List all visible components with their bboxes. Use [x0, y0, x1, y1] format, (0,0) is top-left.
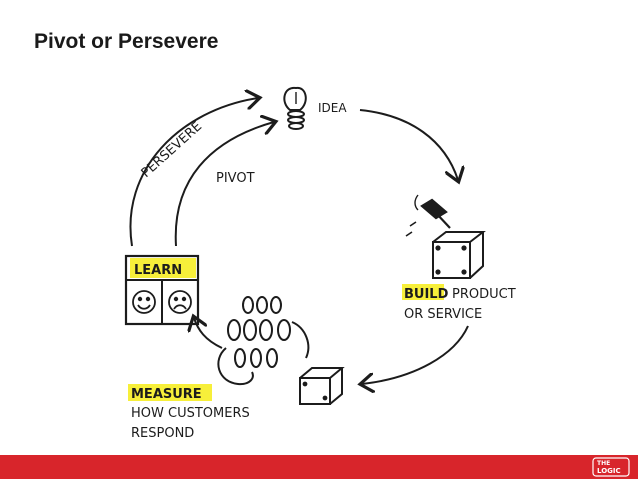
measure-customers-label: HOW CUSTOMERS: [131, 406, 250, 421]
happy-face-icon: [132, 290, 156, 314]
learn-label: LEARN: [134, 263, 182, 278]
customers-icon: [217, 296, 310, 386]
build-measure-learn-diagram: IDEA BUILD PRODUCT OR SERVICE: [124, 86, 516, 441]
logo-text-line2: LOGIC: [597, 467, 621, 475]
learn-highlight: [130, 258, 196, 278]
arrow-pivot: [174, 122, 274, 247]
measure-respond-label: RESPOND: [131, 426, 194, 441]
build-label: BUILD: [404, 287, 449, 302]
product-box-icon: [432, 231, 486, 279]
arrow-idea-to-build: [359, 109, 458, 180]
lightbulb-icon: [283, 86, 307, 130]
logo-icon: THE LOGIC: [592, 457, 630, 477]
measure-label: MEASURE: [131, 387, 202, 402]
logo-text-line1: THE: [597, 460, 610, 467]
build-highlight: [402, 284, 444, 300]
arrow-build-to-measure: [362, 325, 469, 384]
arrow-persevere: [129, 98, 258, 247]
build-product-label: PRODUCT: [452, 287, 516, 302]
hammer-icon: [405, 194, 451, 237]
measure-highlight: [128, 384, 212, 401]
sad-face-icon: [168, 290, 192, 314]
measure-box-icon: [299, 367, 345, 405]
build-service-label: OR SERVICE: [404, 307, 482, 322]
footer-bar: THE LOGIC: [0, 455, 638, 479]
arrow-measure-to-learn: [194, 318, 223, 349]
slide-title: Pivot or Persevere: [34, 30, 219, 53]
idea-label: IDEA: [318, 101, 347, 115]
pivot-label: PIVOT: [216, 171, 255, 186]
